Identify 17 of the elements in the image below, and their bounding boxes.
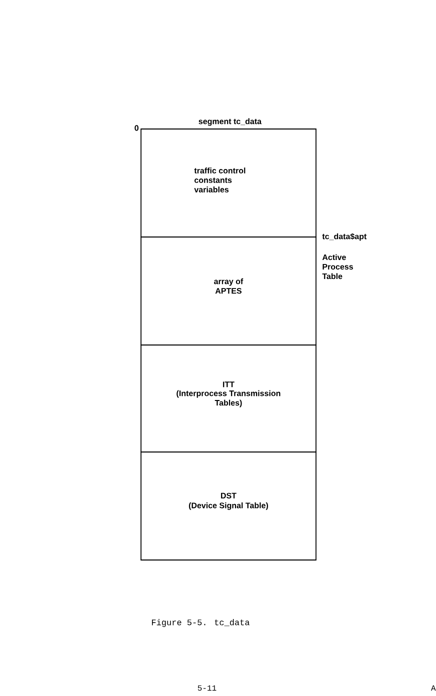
side-label: Active Process Table: [322, 254, 353, 280]
box-text: DST: [221, 492, 236, 498]
page-mark: A: [431, 685, 436, 691]
address-label: tc_data$apt: [322, 233, 367, 241]
memory-block: [140, 236, 316, 346]
box-text: array of APTES: [214, 278, 244, 294]
box-text: (Interprocess Transmission Tables): [176, 390, 280, 408]
memory-block: [140, 128, 316, 238]
segment-title: segment tc_data: [198, 118, 262, 126]
memory-block: [140, 344, 316, 452]
box-text: (Device Signal Table): [188, 502, 268, 510]
figure-caption: Figure 5-5. tc_data: [152, 619, 250, 627]
offset-label: 0: [134, 125, 138, 131]
page-number: 5-11: [198, 685, 216, 691]
memory-block: [140, 452, 316, 560]
box-text: traffic control constants variables: [194, 168, 246, 192]
box-text: ITT: [223, 382, 234, 388]
